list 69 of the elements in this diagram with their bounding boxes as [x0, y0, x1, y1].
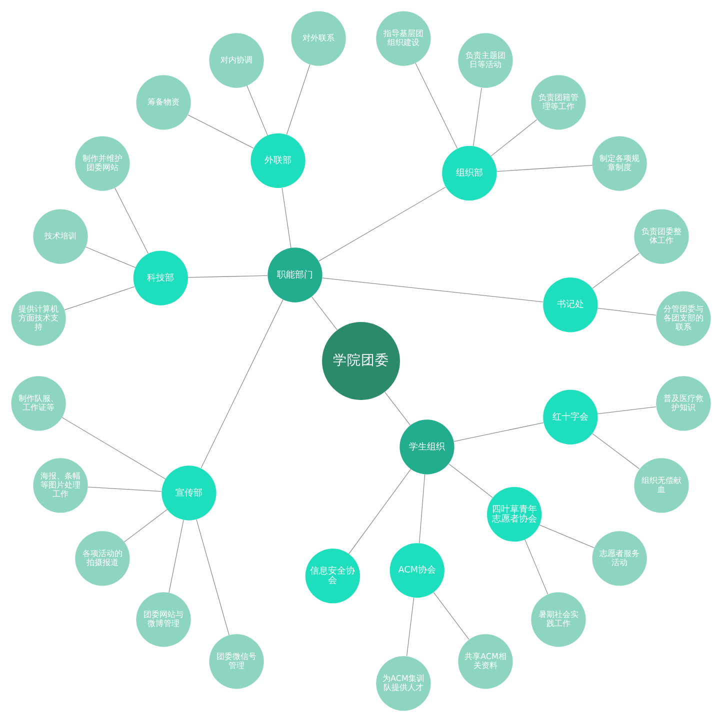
node-circle: 制定各项规章制度	[592, 136, 647, 191]
connector	[114, 188, 148, 254]
node-circle: 对内协调	[209, 33, 264, 88]
node-circle: 团委网站与微博管理	[136, 592, 191, 647]
connector	[592, 252, 640, 289]
connector	[490, 119, 538, 156]
connector	[196, 519, 230, 636]
node-circle: 外联部	[250, 133, 306, 188]
connector	[64, 286, 135, 310]
node-circle: 宣传部	[162, 466, 216, 520]
node-circle: 技术培训	[33, 209, 88, 264]
connector	[384, 392, 411, 426]
connector	[433, 592, 470, 640]
connector	[592, 433, 640, 470]
node-circle: 科技部	[133, 250, 188, 306]
node-circle: 提供计算机方面技术支持	[11, 291, 66, 346]
connector	[415, 62, 458, 149]
node-circle: 负责主题团日等活动	[458, 33, 513, 88]
node-circle: 书记处	[543, 278, 598, 332]
connector	[282, 188, 292, 248]
connector	[348, 468, 412, 554]
node-circle: 共享ACM相关资料	[458, 634, 513, 689]
connector	[188, 275, 268, 278]
node-circle: 志愿者服务活动	[592, 531, 647, 586]
connector	[597, 308, 656, 316]
node-circle: 暑期社会实践工作	[531, 592, 586, 647]
connector	[322, 278, 544, 302]
node-circle: 负责团委整体工作	[634, 209, 689, 264]
node-circle: ACM协会	[390, 543, 444, 598]
node-circle: 普及医疗救护知识	[656, 376, 711, 431]
connector	[524, 539, 548, 595]
node-circle: 海报、条幅等图片处理工作	[33, 458, 88, 513]
node-circle: 学生组织	[400, 420, 454, 474]
connector	[188, 114, 254, 148]
node-circle: 对外联系	[291, 11, 346, 66]
node-circle: 筹备物资	[136, 75, 191, 130]
connector	[454, 422, 544, 442]
node-circle: 组织部	[442, 146, 497, 201]
connector	[87, 486, 162, 492]
node-circle: 信息安全协会	[305, 548, 360, 604]
node-circle: 各项活动的拍摄报道	[75, 531, 130, 586]
connector	[448, 464, 493, 498]
node-circle: 制作并维护团委网站	[75, 136, 130, 191]
node-circle: 职能部门	[268, 248, 322, 302]
node-circle: 学院团委	[322, 322, 400, 400]
node-circle: 红十字会	[543, 390, 598, 444]
connector	[124, 509, 168, 542]
node-circle: 制作队服、工作证等	[11, 376, 66, 431]
connector	[246, 85, 268, 136]
connector	[406, 597, 414, 656]
connector	[200, 299, 284, 468]
node-circle: 四叶草青年志愿者协会	[487, 487, 542, 542]
connector	[85, 246, 136, 268]
node-circle: 分管团委与各团支部的联系	[656, 291, 711, 346]
connector	[418, 474, 426, 544]
connector	[62, 417, 166, 480]
node-circle: 负责团籍管理等工作	[531, 75, 586, 130]
connector	[311, 296, 338, 330]
connector	[496, 164, 593, 172]
connector	[168, 520, 184, 594]
connector	[286, 64, 310, 135]
node-circle: 组织无偿献血	[634, 458, 689, 513]
connector	[597, 406, 656, 414]
node-circle: 指导基层团组织建设	[376, 11, 431, 66]
connector	[318, 186, 446, 262]
node-circle: 团委微信号管理	[209, 634, 264, 689]
connector	[539, 524, 595, 548]
connector	[472, 88, 482, 146]
node-circle: 为ACM集训队提供人才	[376, 656, 431, 711]
